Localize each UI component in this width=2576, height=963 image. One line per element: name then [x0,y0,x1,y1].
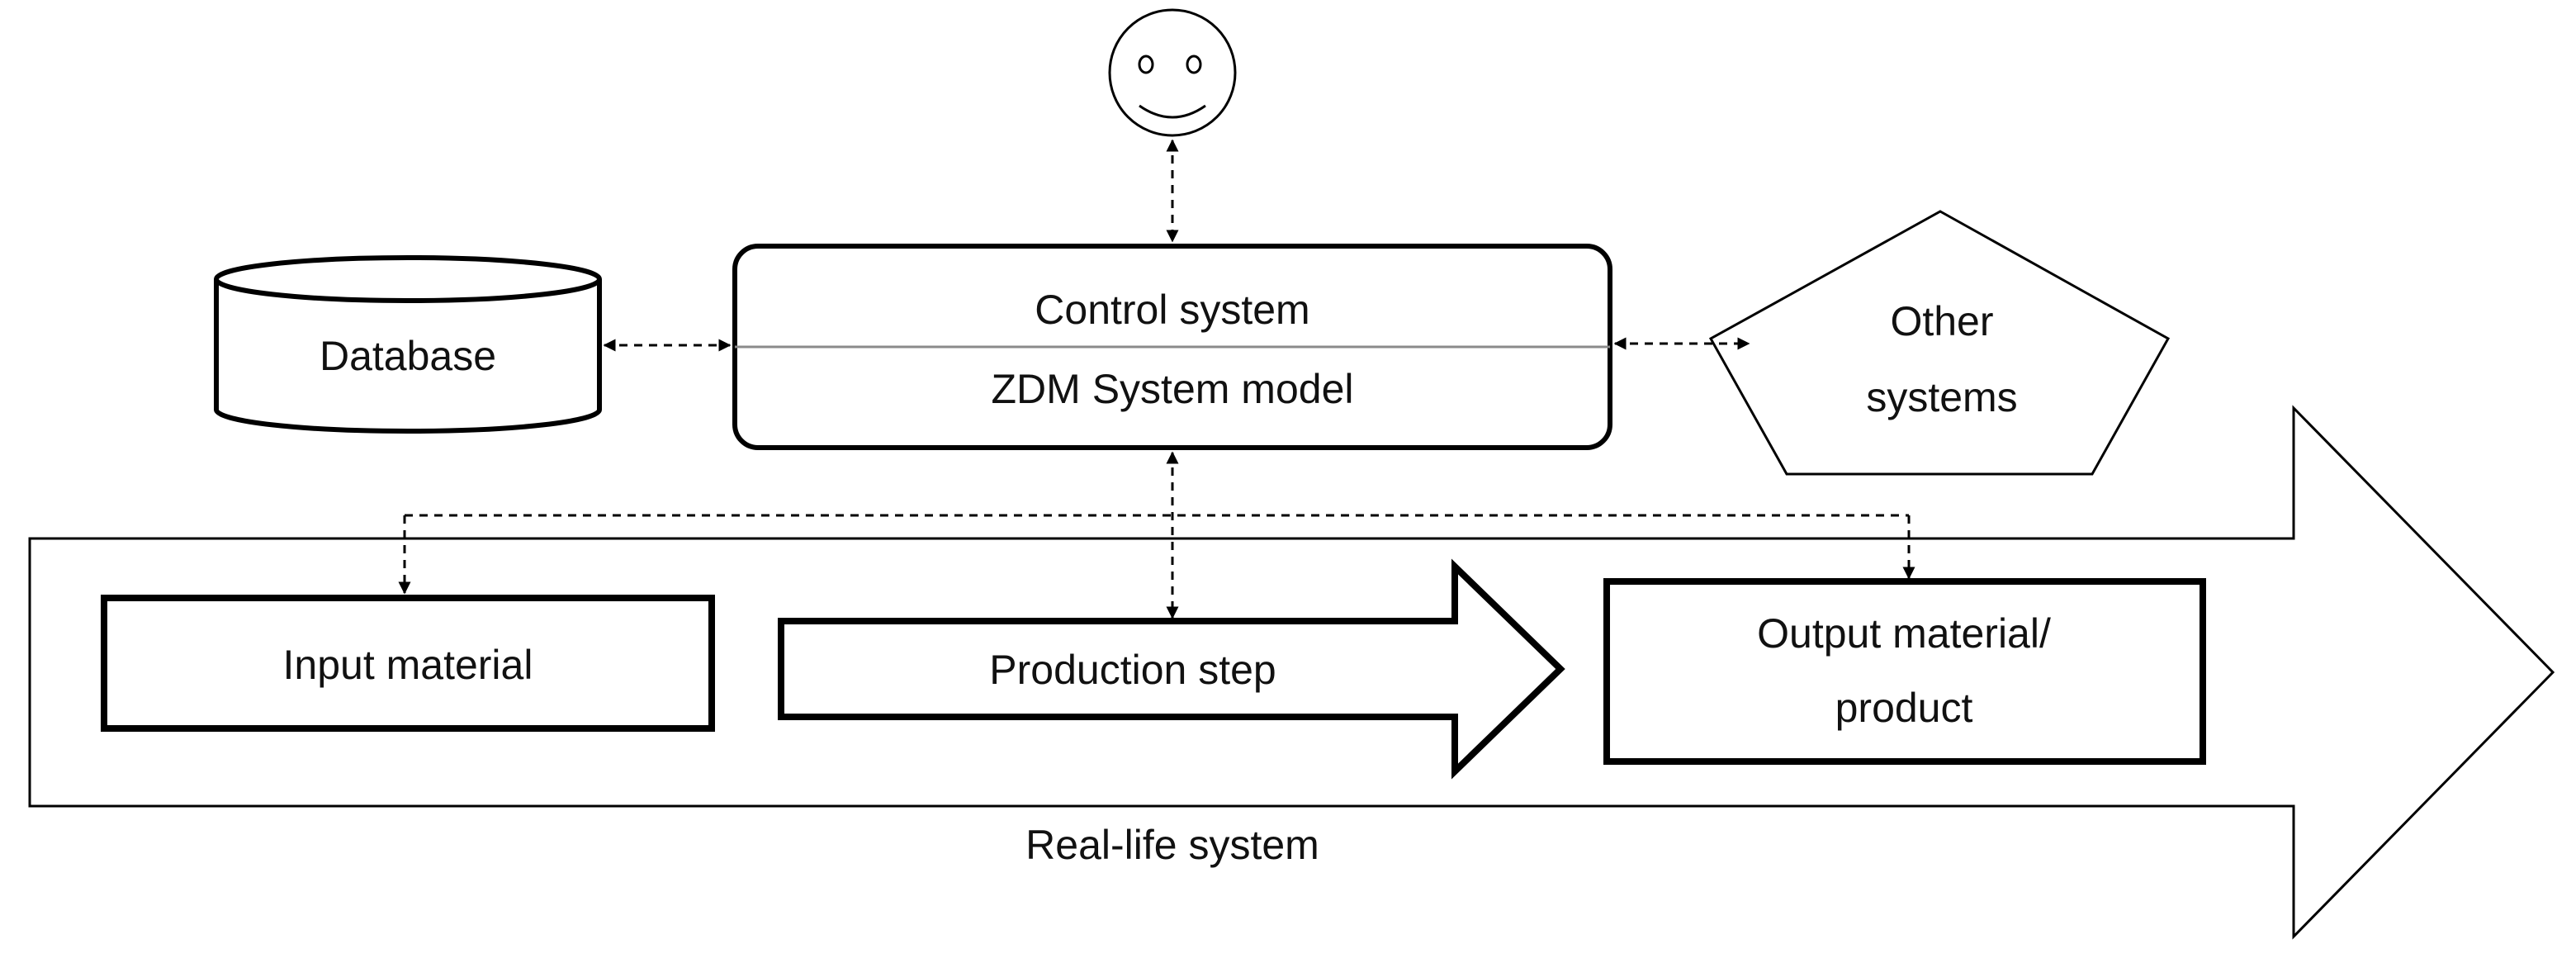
database-cylinder [214,255,602,434]
systems-label: systems [1866,374,2017,420]
output-material-box [1603,578,2206,765]
database-label: Database [320,333,496,379]
production-step-label: Production step [989,647,1276,693]
smiley-face-icon [1108,8,1237,137]
other-label: Other [1890,298,1993,344]
real-life-system-arrow [28,405,2555,940]
product-label: product [1835,685,1973,731]
production-step-arrow [778,558,1565,780]
input-material-box [101,595,715,732]
output-material-label: Output material/ [1757,610,2051,657]
zdm-system-model-label: ZDM System model [992,366,1354,412]
control-system-label: Control system [1035,287,1309,333]
other-systems-pentagon [1708,210,2171,476]
input-material-label: Input material [283,642,533,688]
real-life-system-label: Real-life system [1025,822,1319,868]
